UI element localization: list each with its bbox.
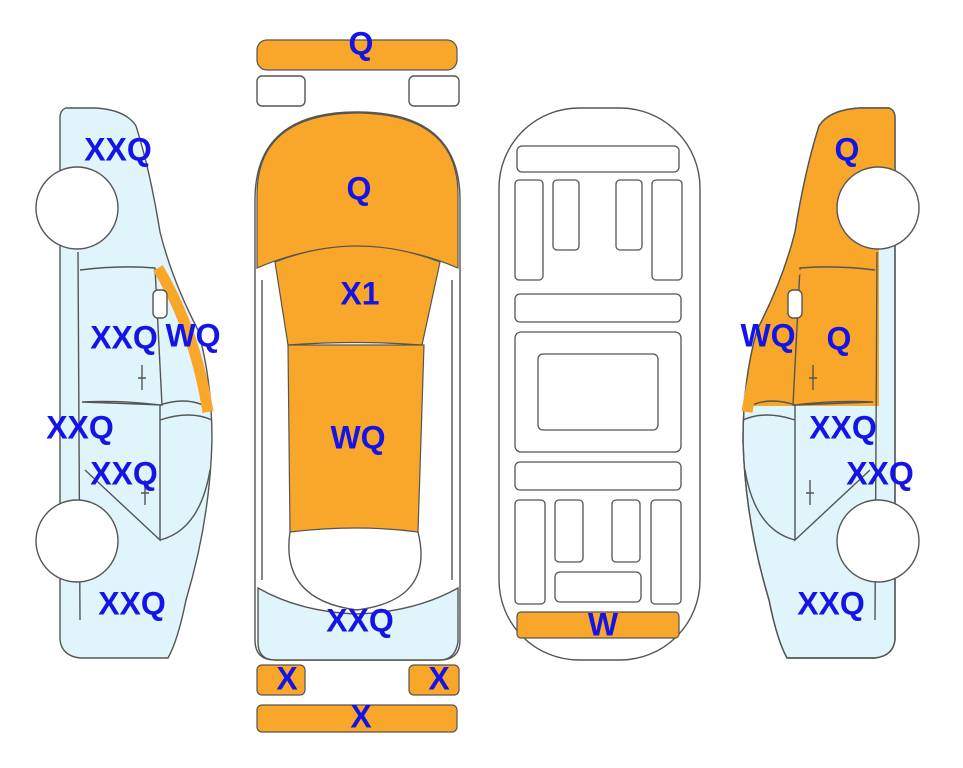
trunk-panel[interactable] (257, 586, 459, 661)
label: X1 (340, 275, 379, 311)
label: Q (827, 320, 852, 356)
label: XXQ (84, 131, 152, 167)
right-rear-wheel (836, 499, 920, 583)
left-headlight (256, 75, 306, 107)
label: Q (835, 131, 860, 167)
label: XXQ (797, 585, 865, 621)
left-front-wheel (35, 166, 119, 250)
underside-view: W (498, 107, 701, 661)
left-taillight-panel[interactable] (256, 664, 306, 696)
label: XXQ (90, 319, 158, 355)
label: X (276, 660, 298, 696)
label: X (350, 698, 372, 734)
label: XXQ (809, 409, 877, 445)
right-headlight (408, 75, 460, 107)
right-taillight-panel[interactable] (408, 664, 460, 696)
right-front-wheel (836, 166, 920, 250)
left-mirror (152, 289, 168, 319)
right-side-view: Q WQ Q XXQ XXQ XXQ (740, 107, 920, 659)
underside-outline (498, 107, 701, 661)
rear-bumper-panel[interactable] (256, 704, 458, 733)
label: XXQ (846, 455, 914, 491)
label: WQ (330, 419, 385, 455)
top-view: Q Q X1 WQ XXQ X X X (254, 25, 461, 734)
underside-rear-bar[interactable] (516, 611, 680, 639)
label: XXQ (326, 602, 394, 638)
label: XXQ (46, 409, 114, 445)
front-bumper-panel[interactable] (256, 39, 458, 71)
left-rear-wheel (35, 499, 119, 583)
left-side-view: XXQ XXQ WQ XXQ XXQ XXQ (35, 107, 221, 659)
label: Q (349, 25, 374, 61)
label: W (588, 606, 619, 642)
label: Q (347, 170, 372, 206)
roof-panel[interactable] (287, 344, 425, 533)
left-pillar-damage[interactable] (153, 265, 214, 413)
label: WQ (740, 317, 795, 353)
windshield-panel[interactable] (274, 245, 441, 346)
label: XXQ (98, 585, 166, 621)
label: X (428, 660, 450, 696)
label: XXQ (90, 455, 158, 491)
label: WQ (165, 317, 220, 353)
